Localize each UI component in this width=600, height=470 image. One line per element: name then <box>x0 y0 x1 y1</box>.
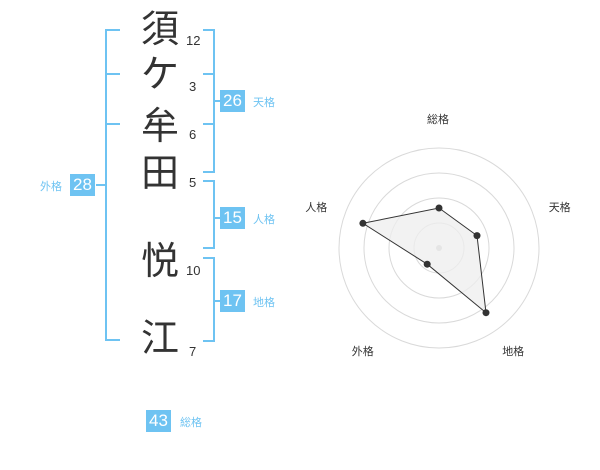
radar-ring-4 <box>338 147 540 349</box>
gaikaku-label: 外格 <box>40 180 62 193</box>
radar-points <box>359 204 490 317</box>
tenkaku-label: 天格 <box>253 96 275 109</box>
stroke-count-4: 5 <box>189 175 197 190</box>
stroke-count-5: 10 <box>186 263 201 278</box>
radar-shape <box>361 207 487 314</box>
tenkaku-value-badge: 26 <box>220 90 245 112</box>
stroke-count-2: 3 <box>189 79 197 94</box>
name-char-4: 田 <box>140 151 179 195</box>
soukaku-value-badge: 43 <box>146 410 171 432</box>
chikaku-value-badge: 17 <box>220 290 245 312</box>
jinkaku-value-badge: 15 <box>220 207 245 229</box>
name-char-6: 江 <box>140 316 179 360</box>
soukaku-label: 総格 <box>180 416 202 429</box>
name-char-3: 牟 <box>140 104 179 148</box>
radar-point-3 <box>482 309 490 317</box>
name-char-2: ケ <box>140 52 179 96</box>
name-char-1: 須 <box>140 7 179 51</box>
radar-polygon <box>361 207 487 314</box>
radar-point-1 <box>435 204 443 212</box>
gaikaku-value-badge: 28 <box>70 174 95 196</box>
radar-axis-label-3: 地格 <box>502 344 525 358</box>
stroke-count-3: 6 <box>189 127 197 142</box>
jinkaku-label: 人格 <box>253 213 275 226</box>
stroke-count-1: 12 <box>186 33 201 48</box>
radar-axis-label-2: 天格 <box>548 201 571 215</box>
radar-point-4 <box>423 260 431 268</box>
radar-axis-label-5: 人格 <box>305 201 328 215</box>
radar-axis-label-1: 総格 <box>427 113 449 126</box>
radar-ring-3 <box>363 172 515 324</box>
bracket-jinkaku <box>203 180 215 249</box>
radar-point-2 <box>473 232 481 240</box>
radar-axis-label-4: 外格 <box>351 344 374 358</box>
radar-ring-2 <box>388 197 490 299</box>
bracket-chikaku <box>203 257 215 342</box>
stroke-count-6: 7 <box>189 344 197 359</box>
radar-point-5 <box>359 219 367 227</box>
chikaku-label: 地格 <box>253 296 275 309</box>
name-char-5: 悦 <box>140 239 179 283</box>
